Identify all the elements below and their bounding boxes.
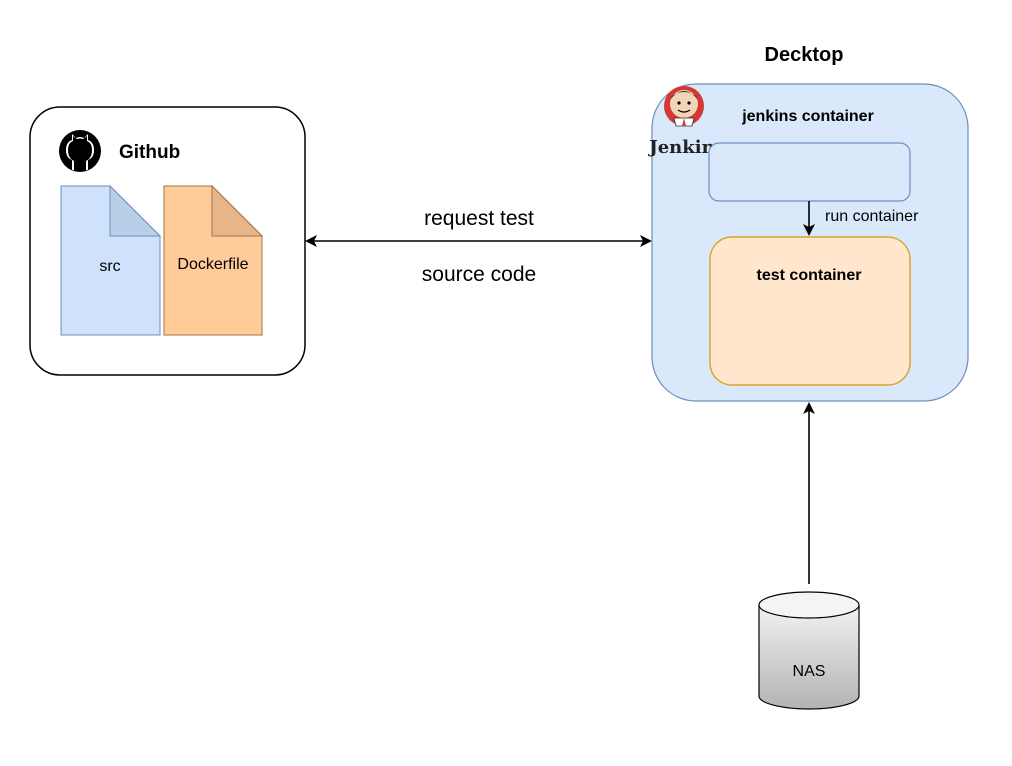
run-container-label: run container bbox=[825, 208, 919, 225]
test-container-box bbox=[709, 236, 911, 386]
nas-cylinder: NAS bbox=[758, 591, 860, 710]
src-file-label: src bbox=[99, 258, 120, 275]
request-test-label: request test bbox=[424, 207, 534, 230]
source-code-label: source code bbox=[422, 263, 536, 286]
jenkins-logo-text: Jenkins bbox=[647, 137, 725, 158]
desktop-title: Decktop bbox=[765, 44, 844, 66]
nas-label: NAS bbox=[793, 663, 826, 680]
github-icon bbox=[59, 130, 101, 172]
src-file-fold bbox=[109, 184, 162, 237]
dockerfile-fold bbox=[211, 184, 264, 237]
test-container-label: test container bbox=[757, 267, 862, 284]
dockerfile-label: Dockerfile bbox=[177, 256, 248, 273]
dockerfile-file: Dockerfile bbox=[163, 184, 264, 336]
jenkins-container-label: jenkins container bbox=[741, 108, 874, 125]
src-file: src bbox=[60, 184, 162, 336]
jenkins-logo-icon bbox=[664, 86, 704, 127]
github-title: Github bbox=[119, 142, 180, 163]
jenkins-container-box bbox=[708, 142, 911, 202]
github-box: Github src Dockerfile bbox=[29, 106, 306, 376]
